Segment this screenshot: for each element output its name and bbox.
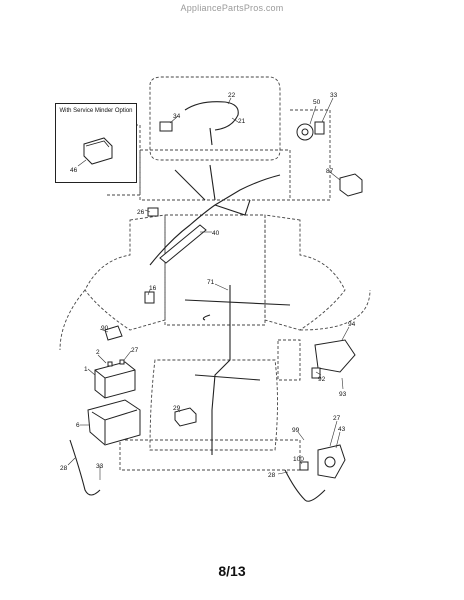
harness-branch-2 bbox=[209, 164, 216, 201]
callout-33: 33 bbox=[330, 92, 338, 99]
callout-29: 29 bbox=[173, 405, 181, 412]
callout-92: 92 bbox=[318, 376, 326, 383]
harness-center bbox=[211, 285, 231, 411]
page-number: 8/13 bbox=[218, 563, 246, 579]
callout-26: 26 bbox=[137, 209, 145, 216]
left-fender bbox=[84, 214, 166, 331]
callout-71: 71 bbox=[207, 279, 215, 286]
service-minder-part-icon: 46 bbox=[70, 137, 113, 174]
callout-6: 6 bbox=[76, 422, 80, 429]
callout-27a: 27 bbox=[131, 347, 139, 354]
inset-part-number: 46 bbox=[70, 167, 78, 174]
service-minder-inset: With Service Minder Option 46 bbox=[55, 103, 137, 183]
lower-frame bbox=[149, 359, 278, 451]
part-100 bbox=[299, 461, 309, 471]
callout-2: 2 bbox=[96, 349, 100, 356]
callout-1: 1 bbox=[84, 366, 88, 373]
cable-left bbox=[69, 439, 101, 496]
switch-16 bbox=[144, 291, 155, 304]
ground-wire bbox=[202, 314, 211, 321]
callout-87: 87 bbox=[326, 168, 334, 175]
harness-main bbox=[149, 174, 281, 266]
watermark: AppliancePartsPros.com bbox=[180, 3, 284, 13]
callout-22: 22 bbox=[228, 92, 236, 99]
ignition-switch bbox=[296, 121, 325, 141]
callout-93: 93 bbox=[339, 391, 347, 398]
harness-lower bbox=[194, 374, 261, 381]
callout-27b: 27 bbox=[333, 415, 341, 422]
callout-21: 21 bbox=[238, 118, 246, 125]
callout-28b: 28 bbox=[268, 472, 276, 479]
callout-90: 90 bbox=[101, 325, 109, 332]
rear-frame bbox=[119, 439, 301, 471]
side-panel-right bbox=[290, 109, 331, 201]
left-wheel-arc bbox=[59, 289, 371, 351]
hood-outline bbox=[149, 76, 281, 161]
callout-94: 94 bbox=[348, 321, 356, 328]
inset-title: With Service Minder Option bbox=[59, 108, 133, 114]
dash-outline bbox=[139, 149, 291, 201]
switch-34 bbox=[159, 121, 173, 132]
harness-branch-3 bbox=[214, 199, 251, 216]
part-43-hole bbox=[324, 456, 336, 468]
right-fender bbox=[264, 214, 346, 331]
connector-40 bbox=[159, 224, 207, 264]
battery-tray bbox=[87, 399, 141, 446]
harness-top-wire bbox=[209, 127, 213, 146]
callout-50: 50 bbox=[313, 99, 321, 106]
harness-branch-1 bbox=[174, 169, 206, 201]
harness-top-connector bbox=[184, 101, 239, 131]
part-90 bbox=[104, 325, 123, 341]
callout-99: 99 bbox=[292, 427, 300, 434]
part-26 bbox=[147, 207, 159, 217]
callout-28: 28 bbox=[60, 465, 68, 472]
part-92 bbox=[311, 367, 321, 379]
callout-100: 100 bbox=[293, 456, 304, 463]
center-deck bbox=[164, 214, 266, 326]
callout-33b: 33 bbox=[96, 463, 104, 470]
callout-43: 43 bbox=[338, 426, 346, 433]
cable-right bbox=[284, 469, 326, 502]
part-29 bbox=[174, 407, 197, 427]
callout-16: 16 bbox=[149, 285, 157, 292]
battery bbox=[94, 359, 136, 399]
harness-cross bbox=[184, 299, 291, 306]
pedal-area bbox=[277, 339, 301, 381]
relay-87 bbox=[339, 173, 363, 197]
callout-40: 40 bbox=[212, 230, 220, 237]
bracket-94 bbox=[314, 339, 356, 373]
callout-34: 34 bbox=[173, 113, 181, 120]
